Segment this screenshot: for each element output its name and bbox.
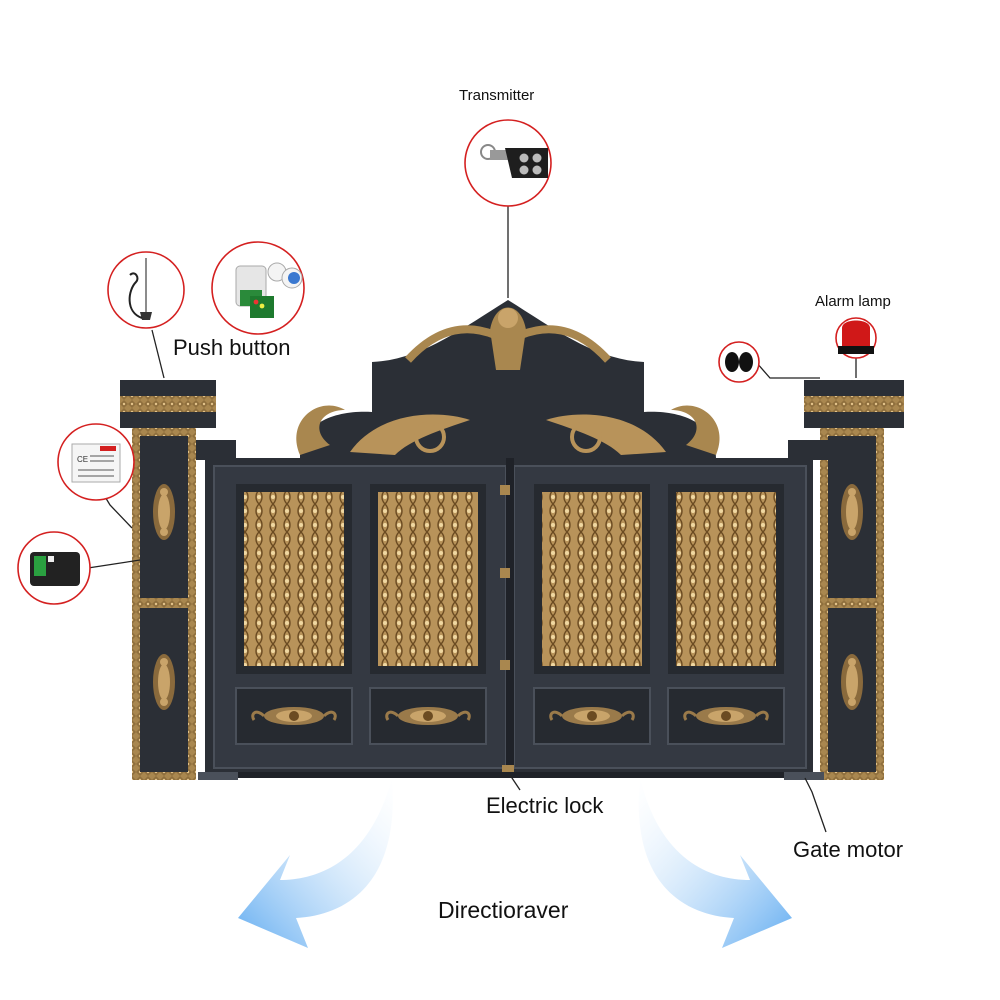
gate-leaves (198, 458, 824, 780)
gate-crest (296, 300, 720, 465)
open-arrow-left (238, 778, 393, 948)
leader-lines (87, 206, 857, 833)
junction-box-icon (30, 552, 80, 586)
antenna-icon (128, 258, 152, 320)
transmitter-label: Transmitter (459, 87, 535, 104)
alarm-lamp-icon (838, 320, 874, 354)
remote-icon (480, 144, 548, 178)
alarm-lamp-label: Alarm lamp (815, 293, 891, 310)
electric-lock-label: Electric lock (486, 793, 604, 818)
control-board-callout: CE (57, 423, 135, 501)
svg-text:CE: CE (77, 455, 88, 464)
photocell-callout (718, 341, 760, 383)
push-button-callout (211, 241, 305, 335)
right-pillar (788, 380, 904, 780)
alarm-lamp-callout (835, 317, 877, 359)
gate-motor-label: Gate motor (793, 837, 904, 862)
junction-box-callout (17, 531, 91, 605)
open-arrow-right (638, 778, 792, 948)
gate-motor-part (784, 772, 824, 780)
electric-lock-part (502, 765, 514, 773)
transmitter-callout (464, 119, 552, 207)
photocell-icon (725, 352, 753, 372)
keypad-icon (235, 262, 303, 318)
direction-label: Directioraver (438, 897, 569, 923)
antenna-callout (107, 251, 185, 329)
left-pillar (120, 380, 236, 780)
push-button-label: Push button (173, 335, 291, 360)
